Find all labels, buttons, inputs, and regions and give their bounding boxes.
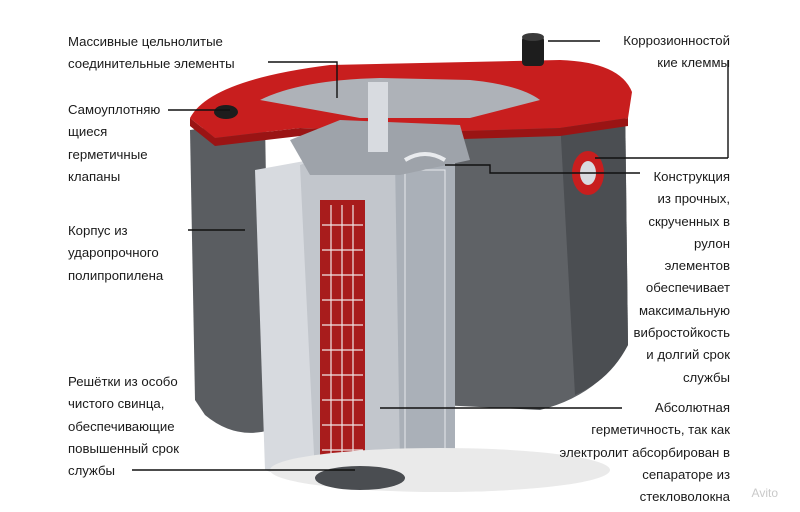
leader-lines: [132, 40, 729, 471]
case-left-block: [190, 120, 270, 433]
terminal-black: [522, 36, 544, 66]
lid-inner: [260, 78, 540, 118]
label-grids: Решётки из особо чистого свинца, обеспеч…: [68, 374, 179, 479]
label-case: Корпус из ударопрочного полипропилена: [68, 223, 164, 283]
label-terminals: Коррозионностой кие клеммы: [623, 33, 730, 71]
cell-column-right: [395, 160, 455, 460]
label-sealed: Абсолютная герметичность, так как электр…: [559, 400, 730, 505]
label-connectors: Массивные цельнолитые соединительные эле…: [68, 34, 235, 72]
label-valves: Самоуплотняю щиеся герметичные клапаны: [68, 102, 161, 184]
spiral-coil: [403, 152, 447, 162]
connector-post: [368, 82, 388, 152]
label-spiral: Конструкция из прочных, скрученных в рул…: [633, 169, 730, 385]
terminal-black-top: [522, 33, 544, 41]
red-grid-lines: [322, 205, 363, 465]
base-foot: [315, 466, 405, 490]
leader-connectors: [268, 61, 338, 98]
watermark: Avito: [751, 486, 778, 500]
valve-cap: [214, 105, 238, 119]
leader-spiral: [445, 164, 640, 174]
